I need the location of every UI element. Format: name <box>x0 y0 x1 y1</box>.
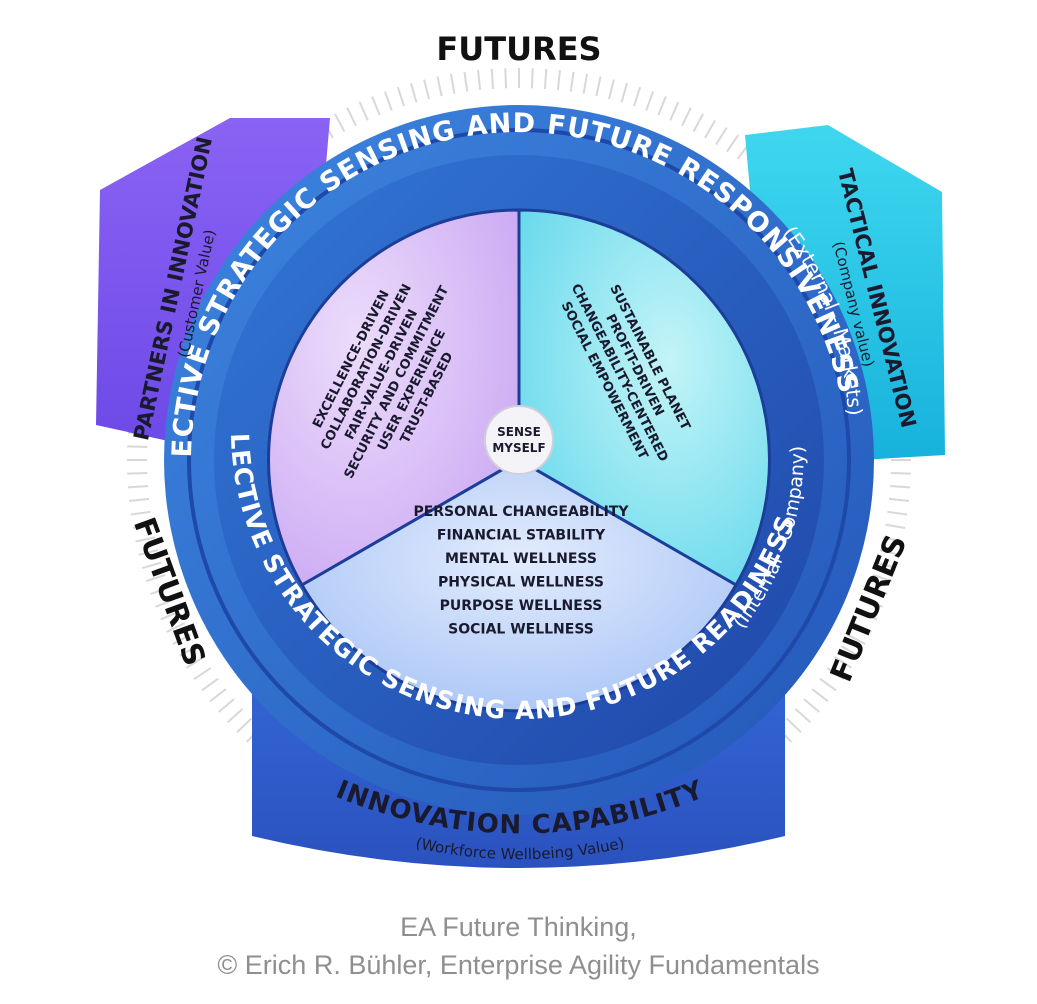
tick-mark <box>569 71 575 92</box>
tick-mark <box>130 510 151 516</box>
tick-mark <box>608 79 615 100</box>
tick-mark <box>872 574 893 583</box>
tick-mark <box>218 698 235 713</box>
tick-mark <box>833 656 852 669</box>
tick-mark <box>876 561 897 570</box>
center-line-1: SENSE <box>497 425 541 439</box>
tick-mark <box>530 68 534 89</box>
tick-mark <box>595 76 602 97</box>
caption-line-1: EA Future Thinking, <box>400 912 637 942</box>
center-line-2: MYSELF <box>492 441 545 455</box>
tick-mark <box>879 549 900 556</box>
tick-mark <box>166 622 186 633</box>
tick-mark <box>129 497 150 502</box>
tick-mark <box>477 70 482 91</box>
futures-label-top: FUTURES <box>436 30 601 68</box>
tick-mark <box>179 645 198 657</box>
workforce-item: FINANCIAL STABILITY <box>437 528 606 544</box>
tick-mark <box>826 667 845 681</box>
tick-mark <box>890 484 911 489</box>
tick-mark <box>227 708 244 724</box>
tick-mark <box>209 688 227 703</box>
workforce-item: PURPOSE WELLNESS <box>440 598 603 614</box>
tick-mark <box>868 586 888 596</box>
tick-mark <box>371 96 381 116</box>
tick-mark <box>396 86 405 107</box>
tick-mark <box>135 536 156 543</box>
tick-mark <box>840 645 859 657</box>
tick-mark <box>657 96 667 116</box>
tick-mark <box>556 70 561 91</box>
tick-mark <box>669 101 680 121</box>
tick-mark <box>681 107 692 127</box>
workforce-sector <box>299 458 739 713</box>
tick-mark <box>811 688 829 703</box>
tick-mark <box>383 91 393 111</box>
tick-mark <box>449 73 456 94</box>
tick-mark <box>127 445 148 449</box>
tick-mark <box>436 76 443 97</box>
tick-mark <box>172 633 192 645</box>
tick-mark <box>692 113 704 133</box>
tick-mark <box>186 656 205 669</box>
tick-mark <box>715 127 728 146</box>
tick-mark <box>858 610 878 621</box>
tick-mark <box>150 586 170 596</box>
tick-mark <box>543 68 548 89</box>
tick-mark <box>620 82 629 103</box>
outer-ring-border <box>187 128 851 792</box>
company-sector <box>517 208 771 588</box>
workforce-item: PHYSICAL WELLNESS <box>438 575 604 591</box>
workforce-item: MENTAL WELLNESS <box>445 551 597 567</box>
tick-mark <box>193 667 212 681</box>
customer-sector <box>267 208 521 588</box>
tick-mark <box>803 698 820 713</box>
tick-mark <box>127 484 148 489</box>
tick-mark <box>141 561 162 570</box>
tick-mark <box>155 598 175 608</box>
tick-mark <box>236 717 253 734</box>
caption-line-2: © Erich R. Bühler, Enterprise Agility Fu… <box>217 950 820 980</box>
tick-mark <box>785 717 802 734</box>
tick-mark <box>423 79 430 100</box>
tick-mark <box>346 107 357 127</box>
tick-mark <box>145 574 166 583</box>
tick-mark <box>882 536 903 543</box>
tick-mark <box>890 471 911 475</box>
tick-mark <box>409 82 418 103</box>
tick-mark <box>852 622 872 633</box>
tick-mark <box>888 497 909 502</box>
workforce-item: SOCIAL WELLNESS <box>448 622 594 638</box>
tick-mark <box>138 549 159 556</box>
tick-mark <box>885 523 906 530</box>
tick-mark <box>846 633 866 645</box>
tick-mark <box>704 120 716 139</box>
tick-mark <box>887 510 908 516</box>
tick-mark <box>504 68 508 89</box>
tick-mark <box>863 598 883 608</box>
tick-mark <box>794 708 811 724</box>
tick-mark <box>463 71 469 92</box>
tick-mark <box>160 610 180 621</box>
tick-mark <box>726 134 740 153</box>
tick-mark <box>633 86 642 107</box>
center-circle <box>484 405 554 475</box>
tick-mark <box>334 113 346 133</box>
tick-mark <box>358 101 369 121</box>
tick-mark <box>819 677 837 692</box>
tick-mark <box>201 677 219 692</box>
tick-mark <box>582 73 589 94</box>
tactical-tab <box>745 125 945 460</box>
tick-mark <box>132 523 153 530</box>
workforce-sector-items: PERSONAL CHANGEABILITY FINANCIAL STABILIT… <box>413 504 629 638</box>
tick-mark <box>127 471 148 475</box>
workforce-item: PERSONAL CHANGEABILITY <box>413 504 629 520</box>
tick-mark <box>645 91 655 111</box>
tick-mark <box>490 68 495 89</box>
